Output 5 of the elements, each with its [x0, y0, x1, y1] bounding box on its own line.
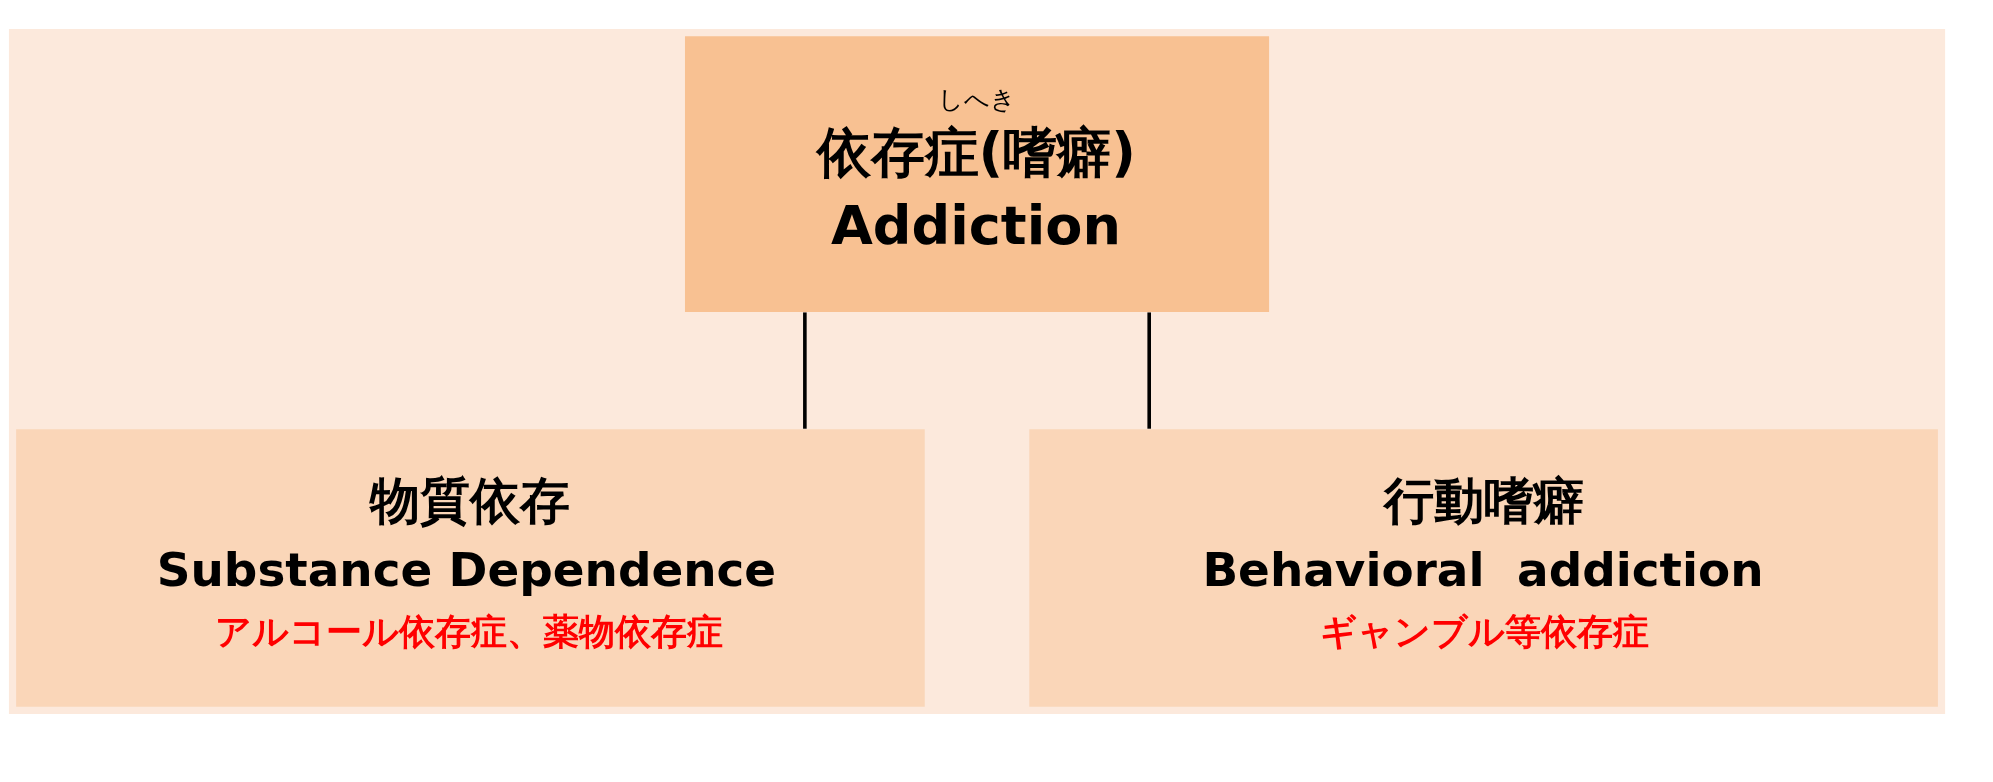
node-box: 行動嗜癖 Behavioral addiction ギャンブル等依存症: [1029, 429, 1938, 707]
node-box: 物質依存 Substance Dependence アルコール依存症、薬物依存症: [16, 429, 925, 707]
node-box: しへき 依存症(嗜癖) Addiction: [685, 36, 1270, 313]
connector: [803, 312, 807, 429]
connector: [1147, 312, 1151, 429]
